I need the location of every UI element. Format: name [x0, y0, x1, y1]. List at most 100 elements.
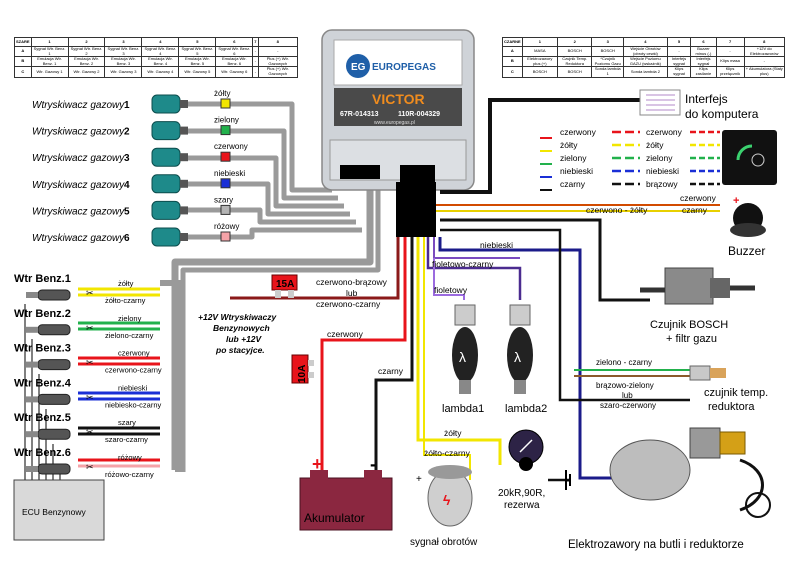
pin-table-cell: BOSCH	[591, 45, 625, 58]
pin-table-cell: -	[257, 45, 299, 58]
ecu-brand: EUROPEGAS	[372, 62, 436, 73]
pin-table-cell: Wejście Poziomu GAZU (wskaźnik)	[623, 56, 668, 68]
pin-table-row-header: C	[502, 66, 523, 78]
pin-table-cell: Sygnał Wtr. Benz. 5	[178, 45, 217, 58]
switch-wires	[540, 130, 720, 191]
pin-table-cell: Sygnał Wtr. Benz. 6	[215, 45, 254, 58]
gas-injector-number: 2	[124, 127, 130, 138]
gas-injectors	[151, 94, 231, 247]
rpm-coil	[427, 465, 473, 527]
switch-wire-right-label: zielony	[646, 153, 673, 163]
pin-table-cell: Sonda lambda 2	[623, 66, 668, 78]
gas-injector-label: Wtryskiwacz gazowy	[32, 180, 125, 191]
gas-injector-wire-color	[220, 98, 231, 109]
pin-table-cell: BOSCH	[556, 66, 593, 78]
lambda-probes	[452, 304, 533, 394]
pin-table-cell: -	[743, 56, 785, 68]
pin-table-cell: Wtr. Gazowy 3	[104, 66, 143, 78]
plus12-note-2: Benzynowych	[213, 323, 270, 333]
battery	[299, 470, 393, 531]
pin-table-cell: Emulacja Wtr. Benz. 1	[30, 56, 69, 68]
pin-table-row-header: B	[502, 56, 523, 68]
scissors-icon: ✂	[86, 288, 94, 298]
lambda1-label: lambda1	[442, 403, 484, 415]
pin-table-row-header: C	[14, 66, 32, 78]
ecu-url: www.europegas.pl	[374, 120, 415, 126]
petrol-injector-nozzle	[26, 361, 38, 368]
fuse15-wire-l3: czerwono-czarny	[316, 299, 381, 309]
rpm-label: sygnał obrotów	[410, 537, 478, 548]
wire-zolto-czarny: żółto-czarny	[424, 448, 471, 458]
petrol-injector-icon	[37, 463, 71, 475]
switch-wire-right-label: czerwony	[646, 127, 683, 137]
pin-table-row-header: A	[502, 45, 523, 58]
wire-fioletowo-czarny: fioletowo-czarny	[432, 259, 494, 269]
temp-l2: reduktora	[708, 401, 755, 413]
power-wires	[230, 98, 720, 482]
petrol-wire-2-label: zielono-czarny	[105, 331, 154, 340]
buzzer-label: Buzzer	[728, 244, 765, 258]
petrol-wire-2-label: czerwono-czarny	[105, 366, 162, 375]
pin-table-col-header: 5	[666, 37, 692, 47]
temp-w3: lub	[622, 391, 633, 400]
scissors-icon: ✂	[86, 323, 94, 333]
pin-table-cell: Buzzer minus (-)	[690, 45, 717, 58]
gas-injector-wire-color	[220, 178, 231, 189]
petrol-wire-1-label: niebieski	[118, 383, 148, 392]
petrol-wire-2-label: szaro-czarny	[105, 435, 148, 444]
level-sensor	[508, 429, 544, 471]
gas-injector-number: 1	[124, 100, 130, 111]
temp-sensor	[574, 365, 726, 381]
switch-wire-right-label: żółty	[646, 140, 664, 150]
gas-injector-label: Wtryskiwacz gazowy	[32, 100, 125, 111]
reducer-valves	[609, 427, 771, 518]
pin-table-col-header: 2	[556, 37, 593, 47]
pin-table-col-header: 7	[715, 37, 745, 47]
petrol-injector-icon	[37, 359, 71, 371]
petrol-wire-1-label: zielony	[118, 314, 142, 323]
pin-table-cell: Wtr. Gazowy 6	[215, 66, 254, 78]
pin-table-cell: Wtr. Gazowy 5	[178, 66, 217, 78]
pin-table-cell: Klips masa	[715, 56, 745, 68]
petrol-injector-icon	[37, 289, 71, 301]
switch-wire-left-label: zielony	[560, 153, 587, 163]
gas-injector-wire-label: zielony	[214, 116, 239, 125]
gas-injector-wire-color	[220, 151, 231, 162]
gas-switch	[722, 130, 777, 185]
valves-label: Elektrozawory na butli i reduktorze	[568, 539, 744, 551]
interface-l2: do komputera	[685, 107, 759, 121]
gas-injector-wire-color	[220, 204, 231, 215]
plus12-note-3: lub +12V	[226, 334, 263, 344]
gas-injector-number: 6	[124, 233, 130, 244]
pin-table-cell: Emulacja Wtr. Benz. 2	[67, 56, 106, 68]
wire-czarny: czarny	[378, 366, 404, 376]
petrol-injector-label: Wtr Benz.5	[14, 412, 71, 424]
gas-injector-label: Wtryskiwacz gazowy	[32, 206, 125, 217]
temp-w1: zielono - czarny	[596, 358, 652, 367]
switch-wire-left-label: niebieski	[560, 166, 593, 176]
gas-injector-nozzle	[180, 153, 188, 162]
level-sensor-l1: 20kR,90R,	[498, 488, 545, 499]
petrol-wire-2-label: różowo-czarny	[105, 470, 154, 479]
petrol-injector-label: Wtr Benz.3	[14, 343, 71, 355]
pin-table-corner: CZARNE	[502, 37, 523, 47]
pin-table-cell: Emulacja Wtr. Benz. 4	[141, 56, 180, 68]
pin-table-cell: Sygnał Wtr. Benz. 2	[67, 45, 106, 58]
pin-table-cell: Interfejs sygnał	[666, 56, 692, 68]
petrol-injector-nozzle	[26, 292, 38, 298]
gas-injector-wire-color	[220, 125, 231, 136]
europegas-logo-icon	[346, 54, 370, 78]
petrol-injector-icon	[37, 393, 71, 405]
pin-table-cell: +12V do Elektrozaworów	[743, 45, 785, 58]
lambda1-symbol: λ	[459, 349, 466, 365]
petrol-wire-2-label: żółto-czarny	[105, 296, 146, 305]
lambda2-label: lambda2	[505, 403, 547, 415]
petrol-injector-nozzle	[26, 396, 38, 403]
buzzer-wire-top: czerwony	[680, 193, 717, 203]
petrol-injector-label: Wtr Benz.2	[14, 308, 71, 320]
pin-table-row-header: A	[14, 45, 32, 58]
